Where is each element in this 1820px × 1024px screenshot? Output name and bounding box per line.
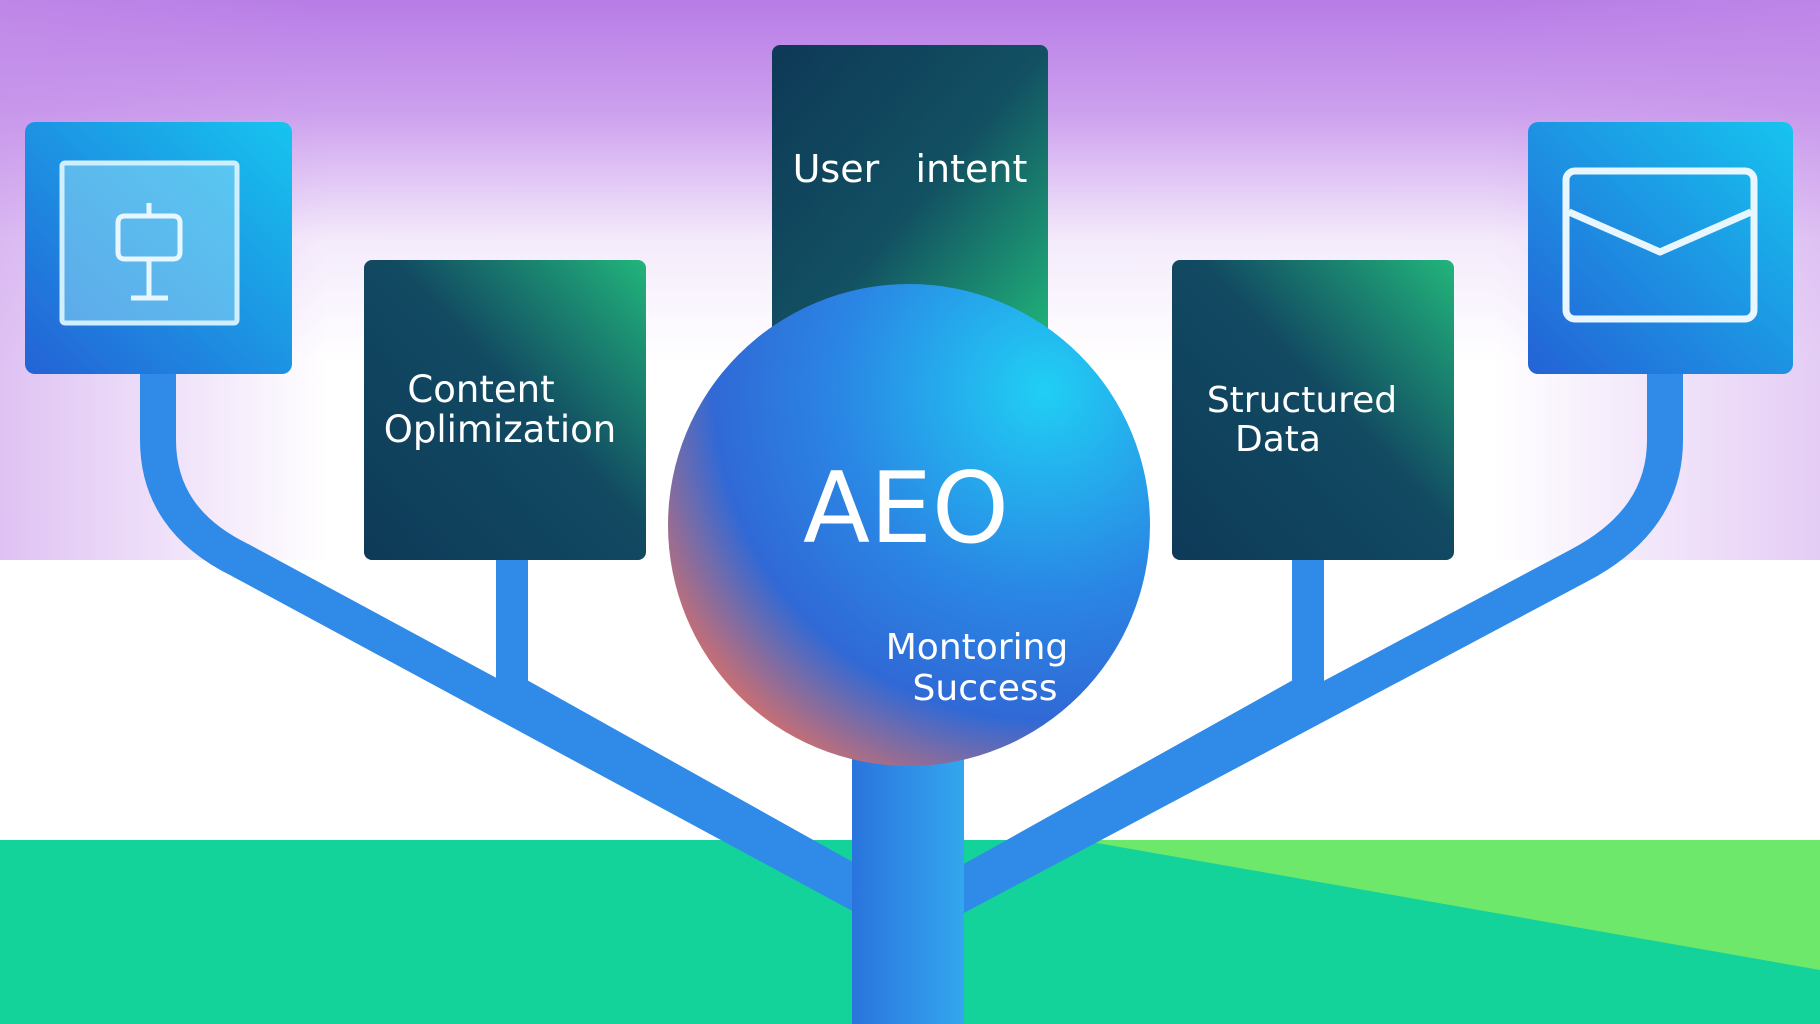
branches xyxy=(140,352,1683,918)
monitoring-label-line1: Montoring xyxy=(886,627,1069,668)
content-label-line1: Content xyxy=(407,368,554,411)
content-label-line2: Oplimization xyxy=(384,408,616,451)
node-structured-data: Structured Data xyxy=(1172,260,1454,560)
node-content-optimization: Content Oplimization xyxy=(364,260,646,560)
structured-label-line1: Structured xyxy=(1207,380,1397,421)
icon-tile-right xyxy=(1528,122,1793,374)
icon-tile-left xyxy=(25,122,292,374)
user-intent-label: User intent xyxy=(793,147,1028,191)
monitoring-label-line2: Success xyxy=(913,668,1058,709)
aeo-label: AEO xyxy=(803,452,1009,566)
node-user-intent: User intent xyxy=(772,45,1048,375)
envelope-icon xyxy=(1562,167,1758,323)
ground-light xyxy=(1080,840,1820,970)
branch-left-outer xyxy=(140,352,888,918)
signpost-icon xyxy=(59,160,240,326)
branch-right-outer xyxy=(932,352,1683,918)
trunk xyxy=(852,740,964,1024)
branch-left-inner xyxy=(496,539,886,906)
structured-label-line2: Data xyxy=(1235,419,1321,460)
branch-right-inner xyxy=(934,539,1324,906)
center-aeo: AEO Montoring Success xyxy=(668,284,1150,766)
